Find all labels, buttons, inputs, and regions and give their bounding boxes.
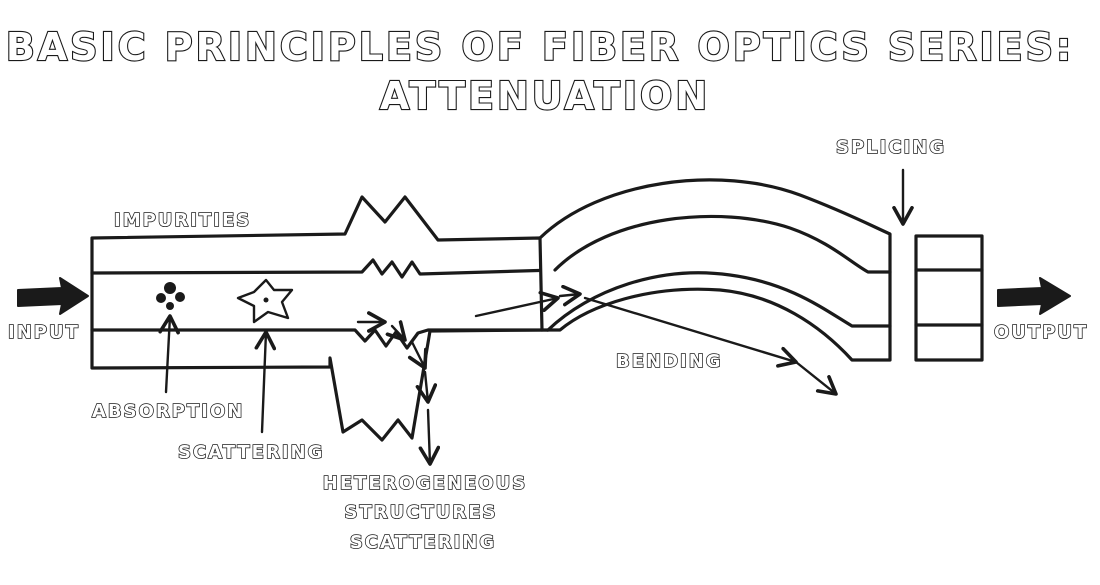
title-line-2: ATTENUATION <box>380 74 710 118</box>
bent-core-top <box>553 214 892 274</box>
label-scattering: SCATTERING <box>178 442 324 463</box>
hetero-ray-3 <box>407 340 428 370</box>
scattering-star-center <box>263 297 269 303</box>
bending-ray-2 <box>558 284 582 307</box>
output-arrow-icon <box>997 277 1071 315</box>
label-output: OUTPUT <box>994 322 1088 343</box>
input-arrow-icon <box>17 277 89 315</box>
scattering-star-icon <box>236 278 294 324</box>
bending-ray-3 <box>583 296 798 368</box>
hetero-ray-5 <box>418 408 441 466</box>
label-bending: BENDING <box>616 351 723 372</box>
fiber-bent-section <box>538 178 892 362</box>
absorption-pointer <box>158 314 180 394</box>
bending-ray-1 <box>474 290 560 318</box>
label-input: INPUT <box>8 322 80 343</box>
fiber-spliced-segment <box>914 234 984 362</box>
label-heterogeneous-line-2: STRUCTURES <box>345 502 498 523</box>
absorption-particle-icon <box>156 282 185 310</box>
core-line-top <box>90 258 557 279</box>
scattering-pointer <box>254 330 277 434</box>
label-heterogeneous-line-3: SCATTERING <box>350 532 496 553</box>
hetero-ray-4 <box>415 370 438 404</box>
label-heterogeneous-line-1: HETEROGENEOUS <box>323 473 527 494</box>
label-absorption: ABSORPTION <box>92 401 244 422</box>
label-splicing: SPLICING <box>836 137 946 158</box>
label-impurities: IMPURITIES <box>114 210 251 231</box>
hetero-ray-2 <box>385 320 407 342</box>
title-line-1: BASIC PRINCIPLES OF FIBER OPTICS SERIES: <box>6 25 1074 69</box>
bending-ray-4 <box>794 360 838 396</box>
